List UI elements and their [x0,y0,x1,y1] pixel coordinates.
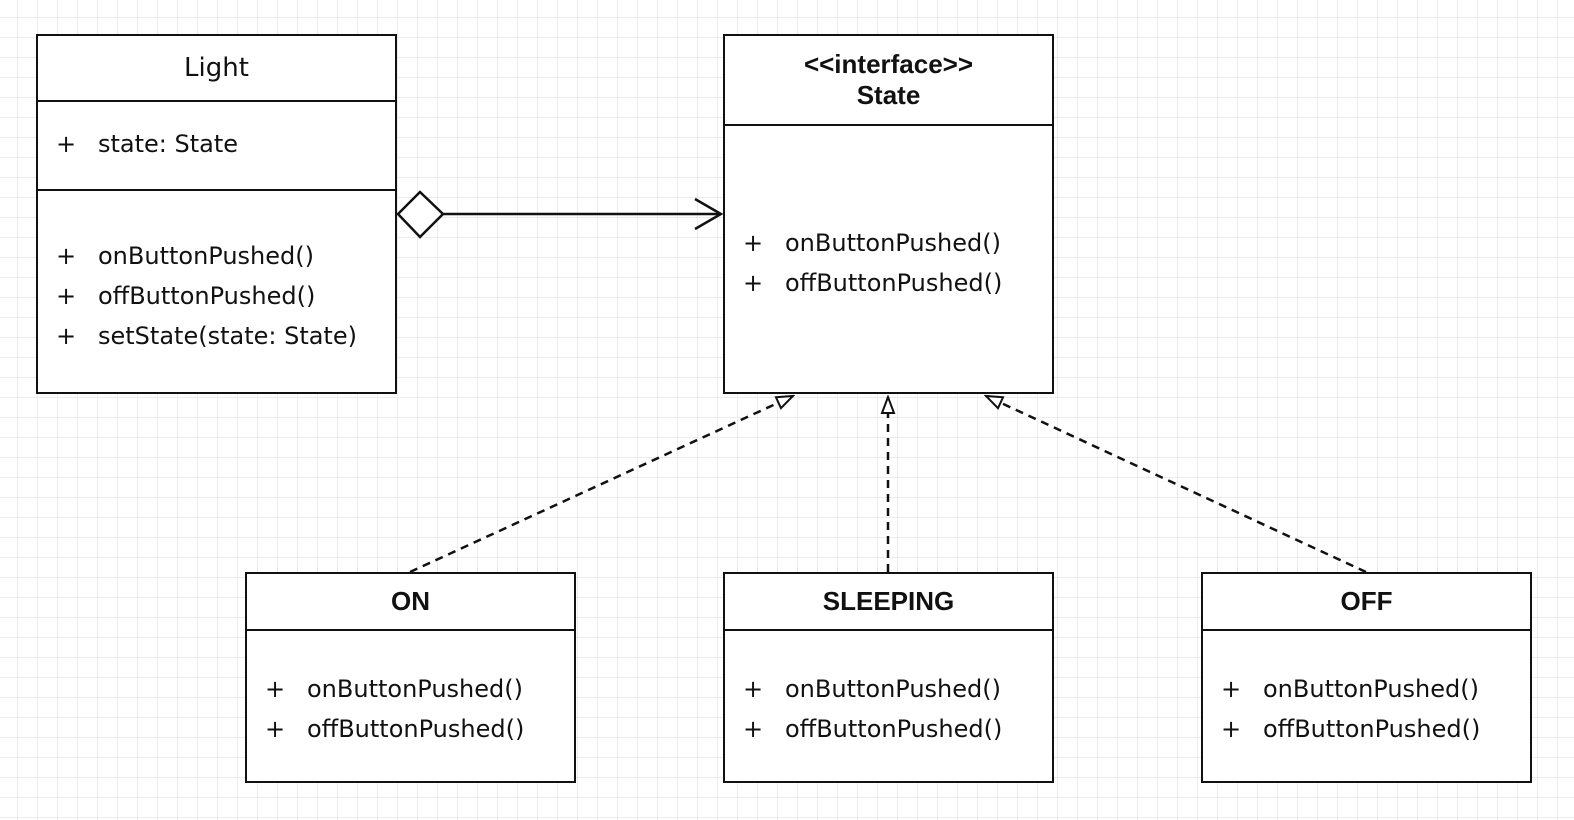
class-header: <<interface>> State [725,36,1052,126]
class-off[interactable]: OFF + onButtonPushed() + offButtonPushed… [1201,572,1532,783]
visibility-marker: + [56,322,77,350]
visibility-marker: + [743,675,764,703]
operations-section: + onButtonPushed() + offButtonPushed() [1203,631,1530,749]
operation-text: offButtonPushed() [98,282,316,310]
attribute-text: state: State [98,130,239,158]
operation-text: offButtonPushed() [785,715,1003,743]
operation-row: + offButtonPushed() [743,709,1052,749]
class-name: ON [391,586,430,616]
class-name: Light [184,53,249,83]
operations-section: + onButtonPushed() + offButtonPushed() +… [38,191,395,356]
operation-text: onButtonPushed() [98,242,314,270]
operation-text: offButtonPushed() [1263,715,1481,743]
operation-text: setState(state: State) [98,322,357,350]
operation-text: onButtonPushed() [785,675,1001,703]
visibility-marker: + [56,282,77,310]
attributes-section: + state: State [38,102,395,191]
class-sleeping[interactable]: SLEEPING + onButtonPushed() + offButtonP… [723,572,1054,783]
visibility-marker: + [1221,675,1242,703]
visibility-marker: + [1221,715,1242,743]
operations-section: + onButtonPushed() + offButtonPushed() [725,126,1052,303]
operation-row: + offButtonPushed() [1221,709,1530,749]
operation-row: + setState(state: State) [56,316,395,356]
operation-row: + onButtonPushed() [1221,669,1530,709]
visibility-marker: + [743,715,764,743]
operations-section: + onButtonPushed() + offButtonPushed() [725,631,1052,749]
visibility-marker: + [743,269,764,297]
operation-text: onButtonPushed() [307,675,523,703]
class-header: SLEEPING [725,574,1052,631]
operation-text: onButtonPushed() [1263,675,1479,703]
aggregation-light-state[interactable] [396,190,721,239]
class-header: Light [38,36,395,102]
operations-section: + onButtonPushed() + offButtonPushed() [247,631,574,749]
visibility-marker: + [743,229,764,257]
operation-row: + onButtonPushed() [56,236,395,276]
class-header: ON [247,574,574,631]
operation-row: + offButtonPushed() [743,263,1052,303]
class-name: OFF [1340,586,1393,616]
visibility-marker: + [56,130,77,158]
aggregation-diamond-icon [396,190,445,239]
operation-text: offButtonPushed() [307,715,525,743]
operation-row: + onButtonPushed() [743,669,1052,709]
stereotype-label: <<interface>> [803,49,974,79]
realization-off-state[interactable] [986,396,1367,574]
operation-text: onButtonPushed() [785,229,1001,257]
class-light[interactable]: Light + state: State + onButtonPushed() … [36,34,397,394]
visibility-marker: + [265,715,286,743]
interface-state[interactable]: <<interface>> State + onButtonPushed() +… [723,34,1054,394]
operation-text: offButtonPushed() [785,269,1003,297]
visibility-marker: + [265,675,286,703]
class-name: SLEEPING [822,586,955,616]
attribute-row: + state: State [56,124,395,164]
operation-row: + offButtonPushed() [56,276,395,316]
realization-on-state[interactable] [409,396,793,574]
operation-row: + onButtonPushed() [743,223,1052,263]
operation-row: + onButtonPushed() [265,669,574,709]
class-on[interactable]: ON + onButtonPushed() + offButtonPushed(… [245,572,576,783]
class-name: State [856,80,921,110]
visibility-marker: + [56,242,77,270]
operation-row: + offButtonPushed() [265,709,574,749]
class-header: OFF [1203,574,1530,631]
